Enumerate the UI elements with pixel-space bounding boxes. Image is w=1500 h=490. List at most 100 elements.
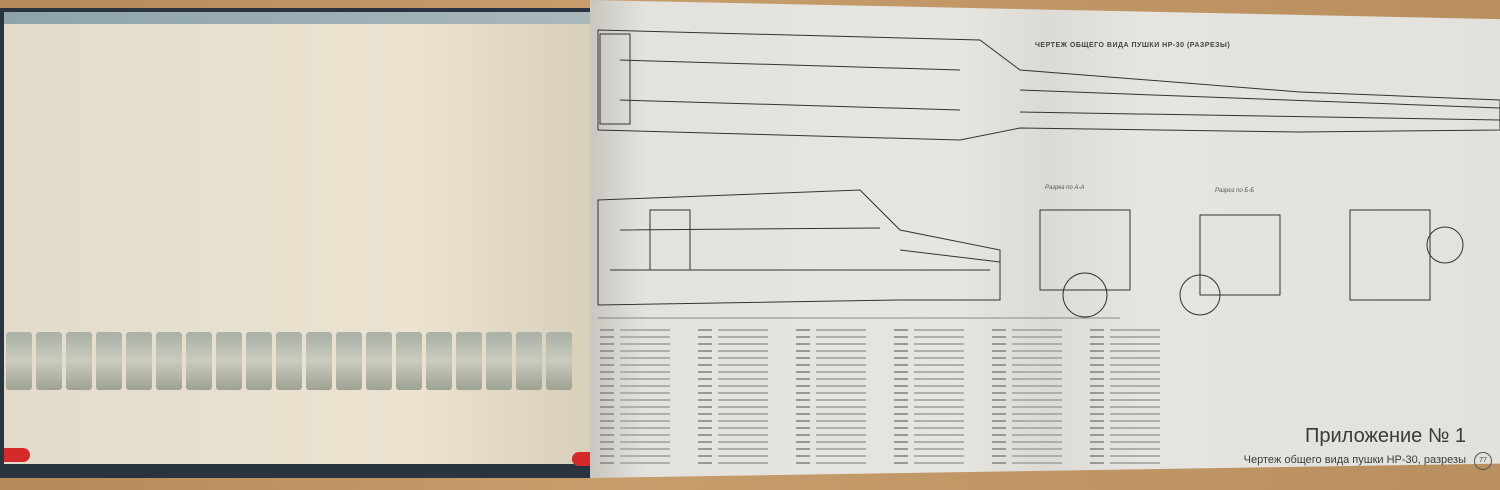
legend-row bbox=[796, 347, 880, 354]
legend-row bbox=[1090, 424, 1174, 431]
legend-row bbox=[698, 424, 782, 431]
legend-row bbox=[992, 445, 1076, 452]
track-link bbox=[516, 332, 542, 390]
track-link bbox=[36, 332, 62, 390]
legend-row bbox=[992, 417, 1076, 424]
legend-row bbox=[600, 410, 684, 417]
legend-row bbox=[894, 452, 978, 459]
legend-row bbox=[698, 403, 782, 410]
track-link bbox=[396, 332, 422, 390]
legend-row bbox=[992, 410, 1076, 417]
track-link bbox=[186, 332, 212, 390]
legend-row bbox=[894, 438, 978, 445]
legend-row bbox=[600, 445, 684, 452]
legend-row bbox=[992, 340, 1076, 347]
legend-row bbox=[1090, 445, 1174, 452]
legend-row bbox=[796, 382, 880, 389]
legend-column bbox=[698, 326, 782, 466]
legend-row bbox=[1090, 396, 1174, 403]
legend-row bbox=[992, 403, 1076, 410]
legend-column bbox=[600, 326, 684, 466]
legend-row bbox=[894, 445, 978, 452]
gun-receiver-section bbox=[597, 189, 1001, 306]
track-link bbox=[6, 332, 32, 390]
legend-row bbox=[796, 417, 880, 424]
legend-row bbox=[1090, 368, 1174, 375]
legend-row bbox=[698, 445, 782, 452]
red-tab-left bbox=[4, 448, 30, 462]
legend-row bbox=[600, 459, 684, 466]
legend-row bbox=[698, 347, 782, 354]
legend-row bbox=[992, 375, 1076, 382]
legend-row bbox=[796, 389, 880, 396]
legend-row bbox=[698, 410, 782, 417]
legend-row bbox=[1090, 452, 1174, 459]
legend-row bbox=[796, 431, 880, 438]
legend-row bbox=[992, 382, 1076, 389]
legend-row bbox=[600, 424, 684, 431]
legend-row bbox=[894, 375, 978, 382]
legend-row bbox=[698, 368, 782, 375]
legend-row bbox=[600, 333, 684, 340]
legend-row bbox=[698, 382, 782, 389]
legend-row bbox=[894, 326, 978, 333]
legend-row bbox=[796, 396, 880, 403]
legend-row bbox=[1090, 431, 1174, 438]
track-link bbox=[486, 332, 512, 390]
track-link bbox=[66, 332, 92, 390]
legend-row bbox=[600, 361, 684, 368]
legend-row bbox=[796, 410, 880, 417]
legend-row bbox=[698, 452, 782, 459]
legend-row bbox=[894, 354, 978, 361]
legend-row bbox=[796, 354, 880, 361]
legend-row bbox=[1090, 326, 1174, 333]
track-link bbox=[366, 332, 392, 390]
legend-column bbox=[992, 326, 1076, 466]
legend-row bbox=[1090, 347, 1174, 354]
legend-row bbox=[1090, 382, 1174, 389]
legend-row bbox=[796, 445, 880, 452]
legend-column bbox=[1090, 326, 1174, 466]
section-label-b: Разрез по Б-Б bbox=[1215, 188, 1255, 194]
legend-row bbox=[796, 403, 880, 410]
red-tab-right bbox=[572, 452, 594, 466]
legend-row bbox=[894, 389, 978, 396]
legend-row bbox=[992, 459, 1076, 466]
legend-row bbox=[1090, 459, 1174, 466]
legend-row bbox=[698, 375, 782, 382]
legend-row bbox=[992, 368, 1076, 375]
legend-row bbox=[796, 333, 880, 340]
legend-row bbox=[600, 403, 684, 410]
track-link bbox=[276, 332, 302, 390]
legend-row bbox=[600, 417, 684, 424]
legend-row bbox=[894, 382, 978, 389]
legend-row bbox=[698, 438, 782, 445]
legend-row bbox=[796, 438, 880, 445]
track-link bbox=[246, 332, 272, 390]
legend-row bbox=[1090, 354, 1174, 361]
legend-row bbox=[600, 431, 684, 438]
section-b-b bbox=[1179, 214, 1281, 316]
track-link bbox=[216, 332, 242, 390]
legend-row bbox=[600, 396, 684, 403]
track-link bbox=[456, 332, 482, 390]
legend-row bbox=[600, 368, 684, 375]
legend-row bbox=[992, 431, 1076, 438]
legend-row bbox=[796, 368, 880, 375]
legend-column bbox=[796, 326, 880, 466]
legend-row bbox=[894, 347, 978, 354]
legend-row bbox=[1090, 438, 1174, 445]
legend-row bbox=[698, 396, 782, 403]
legend-row bbox=[600, 452, 684, 459]
legend-row bbox=[600, 354, 684, 361]
track-link bbox=[126, 332, 152, 390]
legend-row bbox=[894, 459, 978, 466]
legend-row bbox=[1090, 403, 1174, 410]
track-strip bbox=[4, 332, 590, 390]
appendix-title: Приложение № 1 bbox=[1305, 425, 1466, 447]
legend-column bbox=[894, 326, 978, 466]
legend-row bbox=[1090, 375, 1174, 382]
legend-row bbox=[796, 340, 880, 347]
legend-row bbox=[992, 396, 1076, 403]
